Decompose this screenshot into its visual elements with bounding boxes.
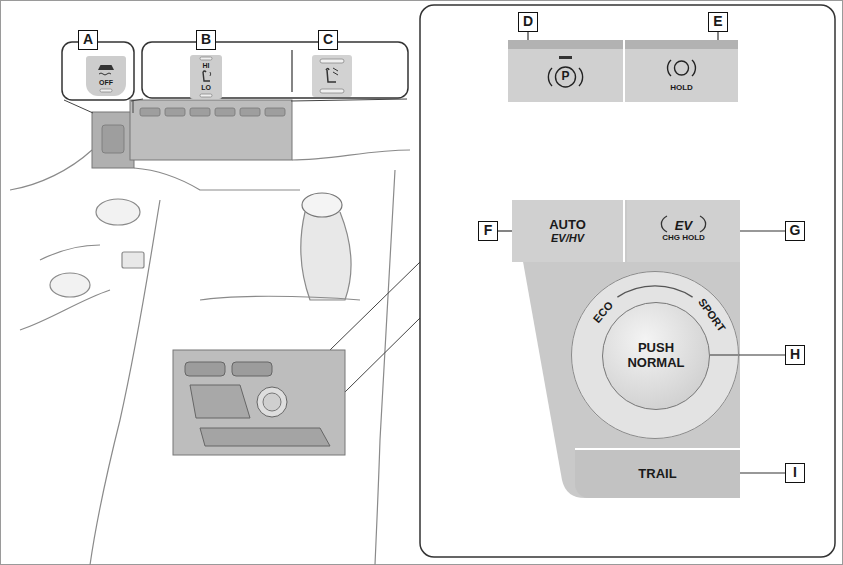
- detail-frame: [62, 42, 134, 100]
- detail-frame: [142, 42, 408, 98]
- drive-mode-panel: [512, 200, 740, 498]
- callout-letter: D: [518, 12, 538, 32]
- callout-letter-text: I: [793, 465, 797, 480]
- symbol-stroke: [203, 71, 210, 81]
- highlight-area: [92, 112, 134, 168]
- symbol-stroke: [668, 60, 671, 76]
- console-outline: [10, 150, 410, 565]
- callout-letter-text: D: [523, 14, 533, 29]
- callout-lines: [64, 99, 420, 392]
- drive-mode-knob: PUSH NORMAL: [602, 302, 710, 410]
- callout-letter-text: B: [201, 32, 211, 47]
- symbol-stroke: [692, 60, 695, 76]
- seat-heater-switch: HI LO: [190, 55, 222, 99]
- leader-line: [710, 354, 785, 355]
- callout-letter: G: [785, 221, 805, 241]
- mode-arc: [617, 286, 692, 297]
- button-label: TRAIL: [638, 467, 676, 481]
- parking-brake-switch: P: [508, 40, 623, 102]
- leader-line: [527, 32, 528, 40]
- frame-divider: [291, 50, 292, 92]
- symbol-stroke: [700, 216, 706, 232]
- button-label: AUTO: [549, 218, 586, 232]
- callout-letter: A: [78, 30, 98, 50]
- callout-letter-text: C: [323, 32, 333, 47]
- button-symbol: [625, 40, 738, 102]
- leader-line: [740, 472, 785, 473]
- leader-line: [498, 230, 512, 231]
- callout-letter-text: A: [83, 32, 93, 47]
- callout-letter-text: E: [713, 14, 722, 29]
- button-label: HI: [203, 62, 210, 70]
- leader-line: [740, 230, 785, 231]
- callout-letter-text: H: [790, 347, 800, 362]
- drive-mode-ring: ECOSPORTPUSH NORMAL: [571, 271, 739, 439]
- symbol-stroke: [200, 94, 212, 97]
- symbol-stroke: [508, 40, 623, 49]
- charge-hold-switch: EVCHG HOLD: [627, 200, 740, 262]
- detail-frame: [420, 5, 835, 557]
- vsc-off-button: OFF: [86, 56, 126, 96]
- leader-line: [717, 32, 718, 40]
- callout-letter: H: [785, 345, 805, 365]
- dash-switches: [102, 108, 285, 153]
- button-label: HOLD: [670, 84, 693, 93]
- callout-letter: I: [785, 463, 805, 483]
- button-symbol: [190, 55, 222, 99]
- symbol-stroke: [200, 57, 212, 60]
- button-label: ECO: [591, 299, 616, 325]
- symbol-stroke: [579, 68, 583, 86]
- button-label: OFF: [99, 79, 113, 87]
- symbol-stroke: [99, 73, 111, 75]
- button-symbol: [86, 56, 126, 96]
- symbol-stroke: [625, 40, 738, 49]
- button-label: CHG HOLD: [662, 234, 705, 243]
- button-label: P: [561, 70, 569, 83]
- symbol-stroke: [556, 67, 576, 87]
- symbol-stroke: [100, 89, 112, 92]
- callout-letter: C: [318, 30, 338, 50]
- switch-inset: [173, 350, 345, 455]
- button-label: EV: [675, 219, 692, 233]
- callout-letter: B: [196, 30, 216, 50]
- brake-hold-switch: HOLD: [625, 40, 738, 102]
- symbol-stroke: [210, 72, 212, 76]
- callout-letter-text: G: [790, 223, 801, 238]
- symbol-stroke: [661, 216, 667, 232]
- symbol-stroke: [98, 65, 114, 70]
- ev-mode-switch: AUTOEV/HV: [512, 200, 625, 262]
- trail-mode-switch: TRAIL: [575, 448, 740, 498]
- callout-letter: F: [478, 221, 498, 241]
- symbol-stroke: [548, 68, 552, 86]
- symbol-stroke: [675, 61, 689, 75]
- seat-ventilation-switch: [312, 55, 352, 97]
- button-label: PUSH NORMAL: [616, 341, 696, 371]
- symbol-stroke: [559, 56, 572, 59]
- highlight-area: [130, 100, 292, 160]
- button-label: LO: [201, 84, 211, 92]
- button-label: EV/HV: [551, 232, 584, 244]
- callout-letter: E: [708, 12, 728, 32]
- callout-letter-text: F: [484, 223, 493, 238]
